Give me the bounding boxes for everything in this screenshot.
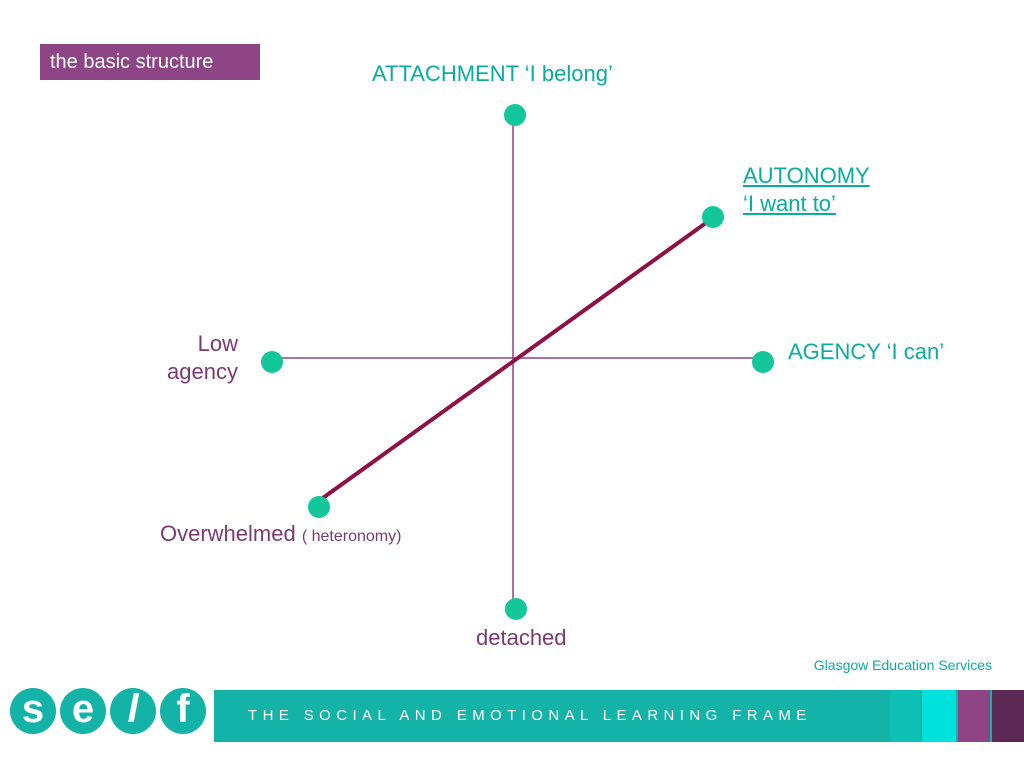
node-agency [752, 351, 774, 373]
logo-letter-e: e [60, 688, 106, 734]
slide-title: the basic structure [40, 44, 260, 80]
footer-block-4 [992, 690, 1024, 742]
node-detached [505, 598, 527, 620]
attachment-label: ATTACHMENT ‘I belong’ [372, 61, 613, 86]
heteronomy-text: ( heteronomy) [301, 528, 402, 545]
logo-letter-f: f [160, 688, 206, 734]
autonomy-label: AUTONOMY ‘I want to’ [743, 162, 870, 217]
footer-bar: THE SOCIAL AND EMOTIONAL LEARNING FRAME [214, 690, 1024, 742]
low-agency-line1: Low [197, 331, 238, 356]
low-agency-label: Low agency [140, 330, 238, 385]
node-low-agency [261, 351, 283, 373]
logo-letter-s: s [10, 688, 56, 734]
footer-block-2 [922, 690, 956, 742]
detached-label: detached [476, 625, 567, 650]
diagonal-axis [318, 218, 712, 502]
autonomy-label-line2: ‘I want to’ [743, 190, 836, 216]
agency-label: AGENCY ‘I can’ [788, 339, 945, 364]
footer-tagline: THE SOCIAL AND EMOTIONAL LEARNING FRAME [248, 707, 812, 724]
node-attachment [504, 104, 526, 126]
autonomy-label-line1: AUTONOMY [743, 163, 870, 188]
self-logo: s e l f [10, 688, 210, 744]
footer-block-3 [958, 690, 990, 742]
footer-block-1 [890, 690, 920, 742]
node-overwhelmed [308, 496, 330, 518]
overwhelmed-label: Overwhelmed ( heteronomy) [160, 520, 401, 548]
credit-text: Glasgow Education Services [813, 657, 992, 673]
logo-letter-l: l [110, 688, 156, 734]
node-autonomy [702, 206, 724, 228]
low-agency-line2: agency [167, 358, 238, 384]
overwhelmed-text: Overwhelmed [160, 521, 296, 546]
